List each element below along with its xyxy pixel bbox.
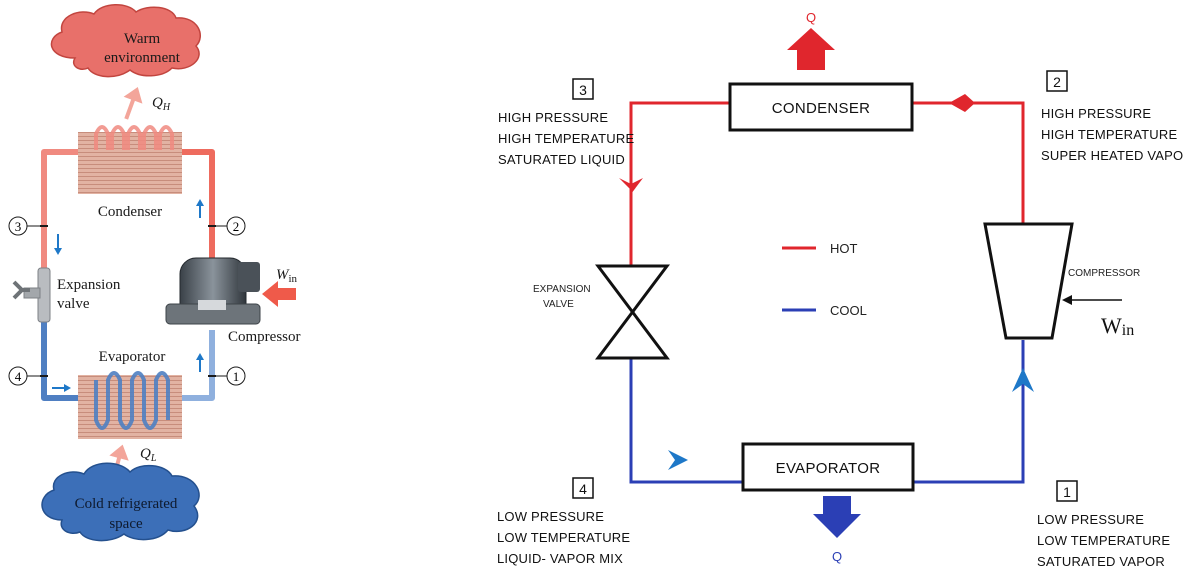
state-3-line-3: SATURATED LIQUID	[498, 152, 625, 167]
compressor-label-right: COMPRESSOR	[1068, 268, 1140, 279]
state-1-info: 1 LOW PRESSURE LOW TEMPERATURE SATURATED…	[1037, 480, 1170, 569]
state-4-line-3: LIQUID- VAPOR MIX	[497, 551, 623, 566]
evaporator-label: Evaporator	[99, 349, 166, 365]
warm-environment-cloud: Warm environment	[50, 4, 201, 78]
compressor-symbol	[983, 222, 1074, 340]
legend-cool-label: COOL	[830, 303, 867, 318]
state-3-info: 3 HIGH PRESSURE HIGH TEMPERATURE SATURAT…	[498, 78, 634, 167]
heat-in-arrow	[813, 496, 861, 538]
heat-rejected-arrow	[123, 87, 143, 120]
state-3-line-1: HIGH PRESSURE	[498, 110, 608, 125]
condenser-label: Condenser	[98, 204, 162, 220]
flow-chevrons	[619, 94, 1034, 470]
left-diagram: Warm environment QH Condenser Evaporator	[8, 4, 301, 542]
state-4-line-2: LOW TEMPERATURE	[497, 530, 630, 545]
q-l-label: QL	[140, 446, 157, 464]
expansion-valve-line-2: valve	[57, 296, 90, 312]
warm-cloud-line-1: Warm	[124, 31, 161, 47]
compressor-unit	[165, 257, 261, 325]
state-3-number: 3	[579, 82, 587, 98]
state-1-line-2: LOW TEMPERATURE	[1037, 533, 1170, 548]
expansion-valve-symbol	[595, 264, 670, 360]
state-2-number: 2	[1053, 74, 1061, 90]
state-2-line-3: SUPER HEATED VAPOR	[1041, 148, 1184, 163]
q-top-label: Q	[806, 10, 816, 25]
cold-cloud-line-2: space	[109, 516, 143, 532]
w-in-label-right: Win	[1101, 313, 1134, 339]
warm-cloud-line-2: environment	[104, 50, 181, 66]
expansion-valve-line-1: Expansion	[57, 277, 121, 293]
expansion-valve	[12, 267, 51, 323]
compressor-label: Compressor	[228, 329, 301, 345]
left-state-3: 3	[15, 219, 22, 234]
cold-space-cloud: Cold refrigerated space	[41, 462, 200, 542]
left-state-1: 1	[233, 369, 240, 384]
left-state-4: 4	[15, 369, 22, 384]
state-1-line-3: SATURATED VAPOR	[1037, 554, 1165, 569]
evaporator-label-right: EVAPORATOR	[776, 460, 881, 477]
left-state-2: 2	[233, 219, 240, 234]
state-4-info: 4 LOW PRESSURE LOW TEMPERATURE LIQUID- V…	[497, 477, 630, 566]
cold-cloud-line-1: Cold refrigerated	[75, 496, 178, 512]
evaporator-box	[741, 442, 915, 492]
left-flow-arrows	[52, 199, 204, 392]
pipe-loop	[41, 149, 215, 401]
state-4-line-1: LOW PRESSURE	[497, 509, 604, 524]
condenser-label-right: CONDENSER	[772, 100, 871, 117]
expansion-valve-label-1: EXPANSION	[533, 284, 591, 295]
state-1-number: 1	[1063, 484, 1071, 500]
state-2-info: 2 HIGH PRESSURE HIGH TEMPERATURE SUPER H…	[1041, 70, 1184, 163]
right-diagram: CONDENSER EVAPORATOR EXPANSION VALVE COM…	[497, 10, 1184, 569]
work-input-arrow	[262, 281, 296, 307]
legend-hot-label: HOT	[830, 241, 858, 256]
work-input-arrow-right	[1062, 295, 1122, 305]
state-1-line-1: LOW PRESSURE	[1037, 512, 1144, 527]
state-2-line-2: HIGH TEMPERATURE	[1041, 127, 1177, 142]
heat-out-arrow	[787, 28, 835, 70]
q-h-label: QH	[152, 95, 171, 113]
expansion-valve-label-2: VALVE	[543, 299, 574, 310]
left-state-markers: 3 2 4 1	[8, 216, 246, 386]
condenser-coil	[78, 125, 182, 194]
evaporator-coil	[78, 371, 182, 439]
legend: HOT COOL	[782, 241, 867, 318]
q-bottom-label: Q	[832, 549, 842, 564]
state-3-line-2: HIGH TEMPERATURE	[498, 131, 634, 146]
state-4-number: 4	[579, 481, 587, 497]
condenser-box	[728, 82, 914, 132]
state-2-line-1: HIGH PRESSURE	[1041, 106, 1151, 121]
w-in-label: Win	[276, 267, 298, 285]
cool-refrigerant-line	[629, 340, 1025, 484]
